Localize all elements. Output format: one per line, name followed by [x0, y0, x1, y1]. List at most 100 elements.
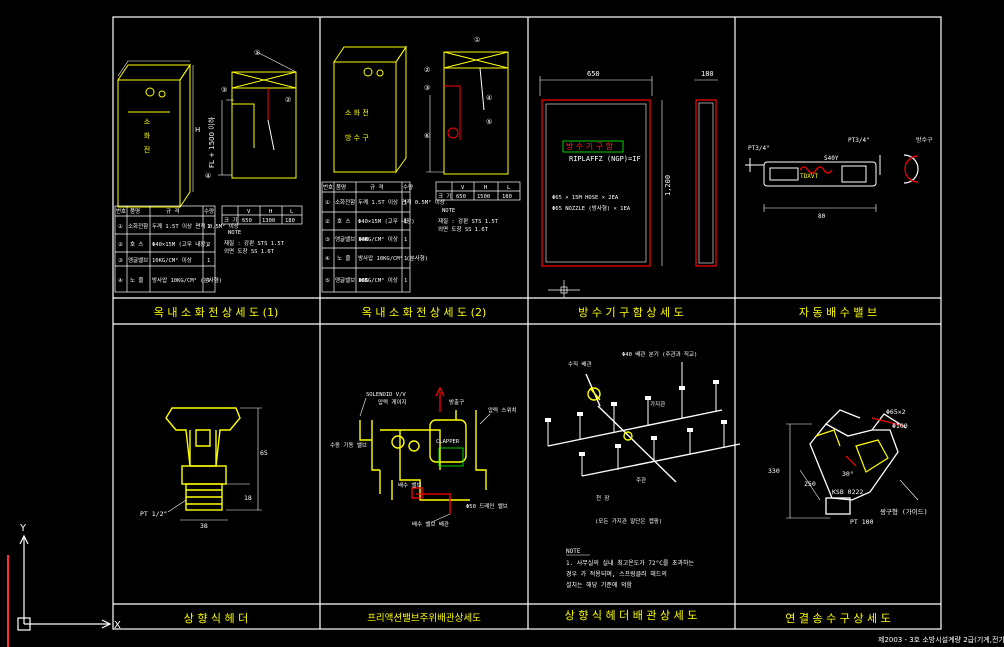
svg-text:쌍구형 (가이드): 쌍구형 (가이드)	[880, 507, 928, 516]
dim-h: H	[195, 126, 200, 134]
svg-text:소 화 전: 소 화 전	[345, 108, 369, 117]
callout-4: ④	[205, 172, 211, 180]
head-height: 65	[260, 449, 268, 457]
svg-text:CLAPPER: CLAPPER	[436, 439, 460, 445]
dim-height: 1,200	[664, 175, 672, 196]
panel-3-equipment-box: 650 180 1,200 방 수 기 구 함 RIPLAFFZ (NGP)=I…	[539, 70, 718, 298]
sheet-frame	[112, 16, 942, 630]
svg-text:앵글밸브 Φ40: 앵글밸브 Φ40	[335, 235, 369, 243]
svg-text:두께 1.5T 이상 면적 0.5M² 이상: 두께 1.5T 이상 면적 0.5M² 이상	[152, 222, 239, 230]
svg-text:10KG/CM² 이상: 10KG/CM² 이상	[358, 276, 398, 284]
svg-text:1: 1	[404, 219, 407, 225]
svg-text:1: 1	[404, 200, 407, 206]
svg-text:1: 1	[404, 278, 407, 284]
panel-title-8: 연 결 송 수 구 상 세 도	[785, 612, 890, 625]
svg-text:재질 : 강판 STS 1.5T: 재질 : 강판 STS 1.5T	[438, 217, 499, 225]
head-width: 38	[200, 522, 208, 530]
svg-text:Φ40×15M (고무 내장): Φ40×15M (고무 내장)	[152, 240, 209, 248]
dim-depth: 180	[701, 70, 714, 78]
svg-text:소: 소	[144, 118, 151, 126]
panel-7-head-piping: 수직 배관 Φ40 배관 분기 (주관과 직교) 가지관 주관 천 장 (모든 …	[545, 350, 741, 589]
svg-text:수량: 수량	[403, 184, 413, 191]
svg-text:③: ③	[118, 257, 123, 264]
dim-width: 650	[587, 70, 600, 78]
svg-text:설치는 해당 기준에 의함: 설치는 해당 기준에 의함	[566, 581, 633, 589]
svg-text:TDXVT: TDXVT	[800, 173, 818, 180]
svg-text:압력 스위치: 압력 스위치	[488, 406, 517, 414]
svg-text:가지관: 가지관	[650, 400, 665, 408]
svg-text:규 격: 규 격	[370, 184, 383, 191]
svg-text:외면 도장 SS 1.6T: 외면 도장 SS 1.6T	[438, 225, 489, 233]
svg-text:번호: 번호	[116, 207, 126, 215]
svg-text:화: 화	[144, 132, 151, 140]
svg-text:1: 1	[207, 278, 210, 284]
svg-text:방 수 구: 방 수 구	[345, 133, 369, 142]
svg-text:180: 180	[502, 194, 512, 200]
svg-text:경우 가 적용되며, 스프링클러 헤드의: 경우 가 적용되며, 스프링클러 헤드의	[566, 570, 667, 578]
svg-text:180: 180	[285, 218, 295, 224]
drawing-footer: 제2003 - 3호 소방시설계량 2급(기계,전기)	[878, 635, 1004, 644]
cabinet-isometric	[117, 63, 191, 209]
svg-text:PT3/4": PT3/4"	[848, 137, 870, 144]
svg-text:1: 1	[207, 224, 210, 230]
callout-2: ②	[285, 96, 291, 104]
svg-text:⑥: ⑥	[424, 132, 430, 140]
svg-text:Φ40 배관 분기 (주관과 직교): Φ40 배관 분기 (주관과 직교)	[622, 350, 697, 358]
svg-text:30°: 30°	[842, 470, 854, 478]
callout-1: ①	[254, 49, 260, 57]
svg-text:주관: 주관	[636, 476, 646, 484]
svg-text:Φ65 NOZZLE (방사형) × 1EA: Φ65 NOZZLE (방사형) × 1EA	[552, 204, 631, 212]
svg-text:노 즐: 노 즐	[130, 277, 143, 284]
svg-text:V: V	[461, 185, 465, 191]
svg-text:L: L	[507, 185, 511, 191]
svg-text:소화전함: 소화전함	[128, 222, 148, 230]
cabinet-elevation	[231, 71, 297, 179]
svg-text:호 스: 호 스	[337, 218, 350, 225]
svg-text:10KG/CM² 이상: 10KG/CM² 이상	[152, 256, 192, 264]
svg-text:품명: 품명	[130, 208, 140, 215]
svg-text:1300: 1300	[262, 218, 275, 224]
svg-text:H: H	[269, 209, 272, 215]
svg-text:KSB 0222: KSB 0222	[832, 488, 863, 496]
svg-text:천 장: 천 장	[596, 494, 609, 502]
svg-text:1500: 1500	[477, 194, 490, 200]
svg-text:80: 80	[818, 213, 826, 220]
svg-text:노 즐: 노 즐	[337, 255, 350, 262]
svg-text:방수구: 방수구	[916, 136, 933, 144]
svg-text:1. 사무실의 실내 최고온도가 72°C를 초과하는: 1. 사무실의 실내 최고온도가 72°C를 초과하는	[566, 559, 695, 567]
panel-title-1: 옥 내 소 화 전 상 세 도 (1)	[154, 306, 279, 319]
svg-text:수량: 수량	[204, 208, 214, 215]
svg-text:H: H	[484, 185, 487, 191]
svg-text:⑤: ⑤	[325, 277, 330, 284]
svg-text:1: 1	[207, 258, 210, 264]
svg-text:②: ②	[424, 66, 430, 74]
note-label: NOTE	[566, 548, 581, 555]
box-label: 방 수 기 구 함	[566, 141, 614, 151]
ucs-x-label: X	[114, 620, 121, 631]
svg-text:10KG/CM² 이상: 10KG/CM² 이상	[358, 235, 398, 243]
svg-text:Φ50 드레인 밸브: Φ50 드레인 밸브	[466, 502, 508, 510]
svg-text:2: 2	[207, 242, 210, 248]
svg-text:방사압 10KG/CM² (분사형): 방사압 10KG/CM² (분사형)	[152, 276, 222, 284]
svg-text:재질 : 강판 STS 1.5T: 재질 : 강판 STS 1.5T	[224, 239, 285, 247]
ucs-y-label: Y	[19, 523, 27, 534]
panel-2-hydrant-cabinet: 소 화 전방 수 구 ①②③ ④⑤⑥ 번	[321, 36, 521, 293]
svg-text:방출구: 방출구	[449, 398, 464, 406]
svg-text:②: ②	[325, 218, 330, 225]
svg-text:④: ④	[486, 94, 492, 102]
svg-text:품명: 품명	[336, 184, 346, 191]
svg-text:Φ100: Φ100	[892, 422, 908, 430]
svg-text:⑤: ⑤	[486, 118, 492, 126]
svg-text:1: 1	[404, 237, 407, 243]
panel-title-6: 프리액션밸브주위배관상세도	[367, 612, 481, 624]
svg-text:330: 330	[768, 467, 780, 475]
svg-text:번호: 번호	[323, 183, 333, 191]
svg-text:Φ40×15M (고무 내장): Φ40×15M (고무 내장)	[358, 217, 415, 225]
thread-size: PT 1/2"	[140, 510, 167, 518]
panel-title-5: 상 향 식 헤 더	[184, 612, 249, 625]
svg-text:압력 게이지: 압력 게이지	[378, 398, 407, 406]
svg-text:S40Y: S40Y	[824, 155, 839, 162]
svg-text:④: ④	[118, 277, 123, 284]
panel-5-upright-head: PT 1/2" 38 65 18	[140, 407, 268, 530]
